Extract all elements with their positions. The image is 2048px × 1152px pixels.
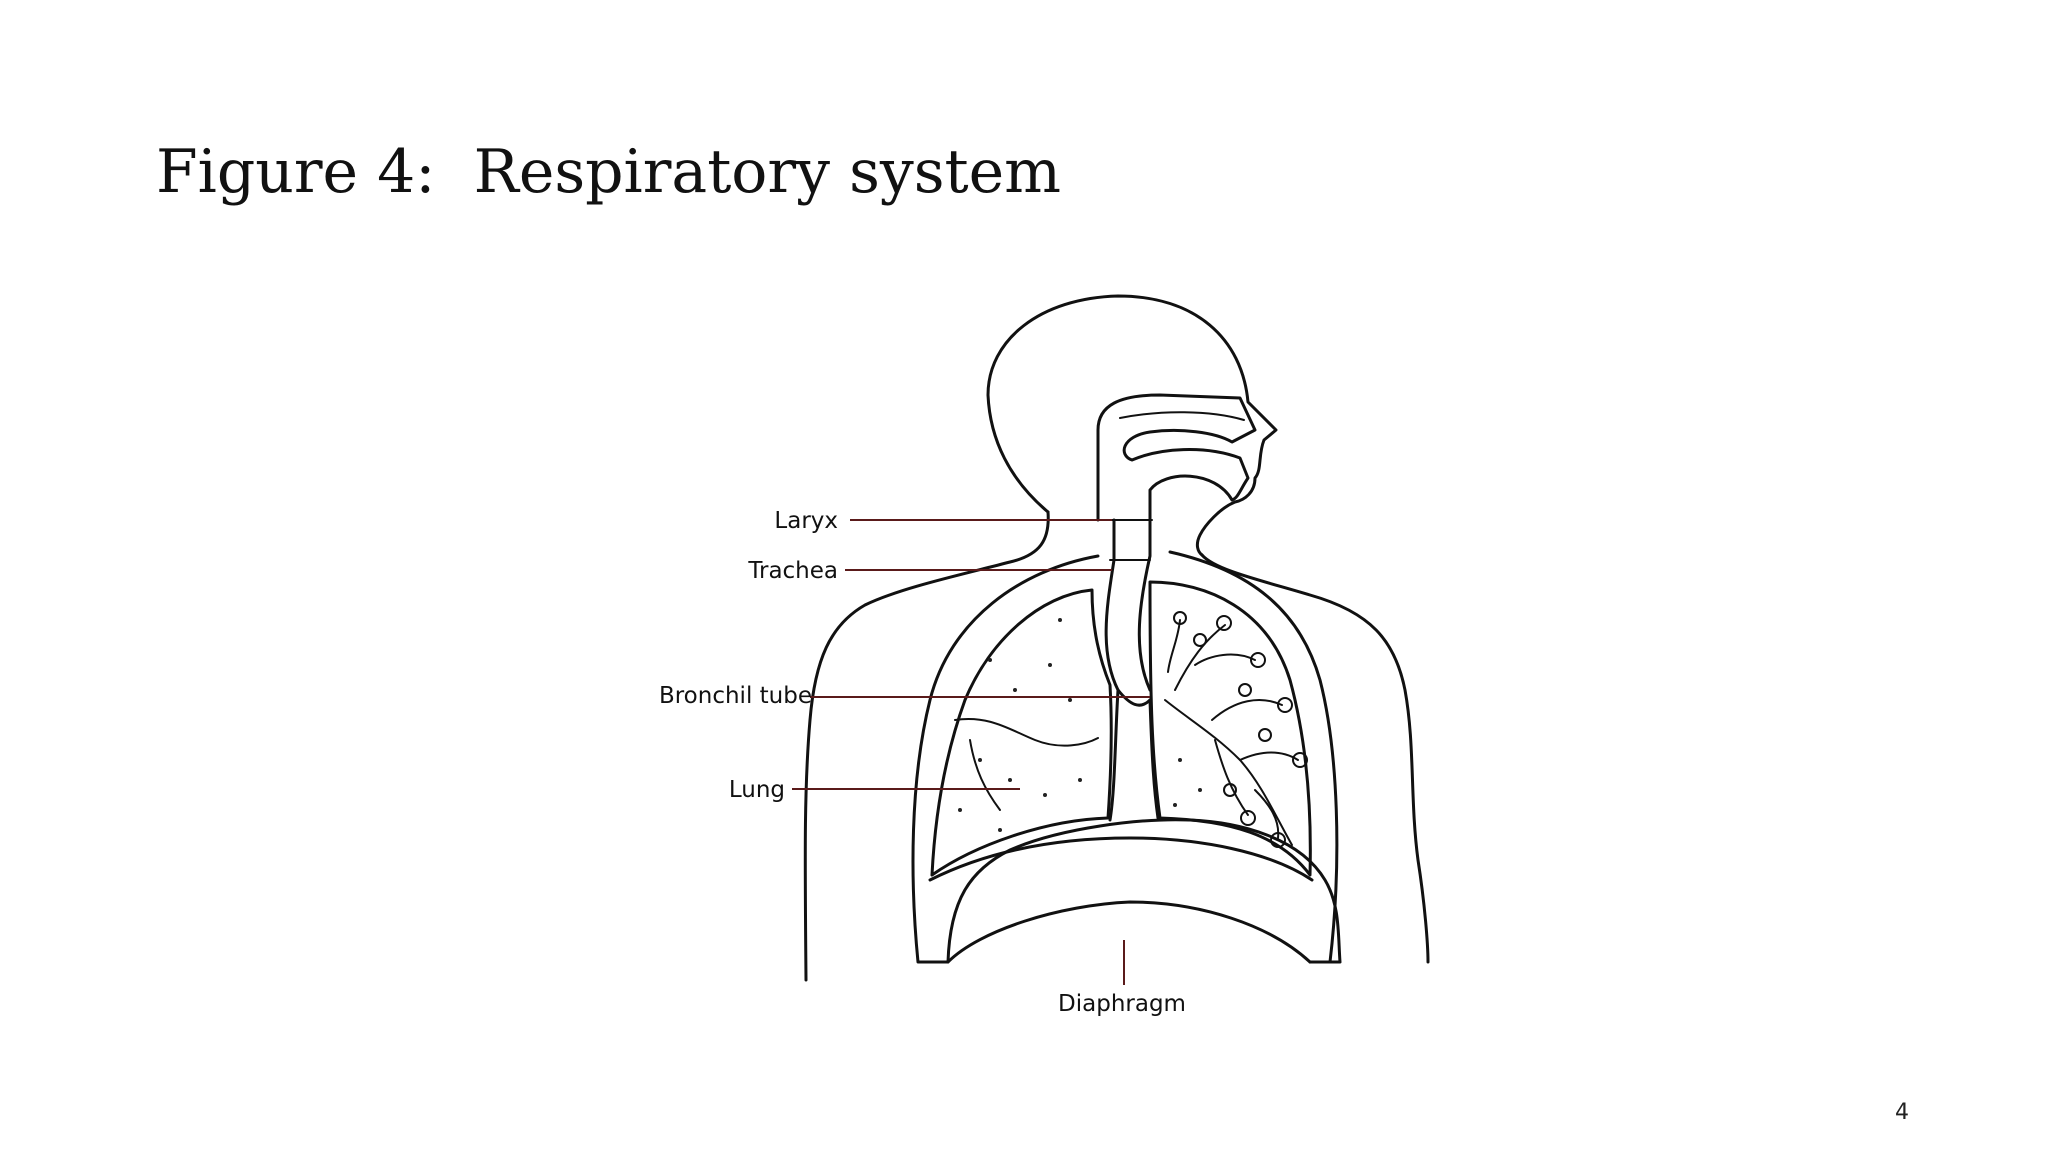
mediastinum: [1108, 688, 1160, 822]
trachea-left: [1104, 518, 1152, 707]
palate-line: [1119, 411, 1245, 421]
larynx-band: [1109, 519, 1153, 561]
left-lung-fissure: [954, 718, 1099, 747]
body-outline-right: [1200, 553, 1430, 964]
larynx-label: Laryx: [774, 508, 838, 534]
lung-label: Lung: [729, 777, 785, 803]
diaphragm-inner: [928, 836, 1314, 882]
diaphragm-label: Diaphragm: [1058, 991, 1186, 1017]
left-lung-fissure-2: [969, 739, 1001, 811]
page-number: 4: [1895, 1100, 1909, 1125]
left-lung: [930, 588, 1113, 877]
bronchiole-tree: [1164, 611, 1308, 848]
trachea-right: [1137, 513, 1152, 692]
ribcage-outer-right: [1168, 550, 1339, 964]
head-outline: [986, 294, 1278, 557]
lung-texture: [958, 618, 1202, 832]
slide-title: Figure 4: Respiratory system: [156, 137, 1062, 207]
body-outline: [803, 510, 1050, 982]
nasal-oral-cavity: [1096, 393, 1257, 522]
trachea-label: Trachea: [747, 558, 838, 584]
bronchial-tube-label: Bronchil tube: [659, 683, 812, 709]
diaphragm: [946, 900, 1312, 964]
